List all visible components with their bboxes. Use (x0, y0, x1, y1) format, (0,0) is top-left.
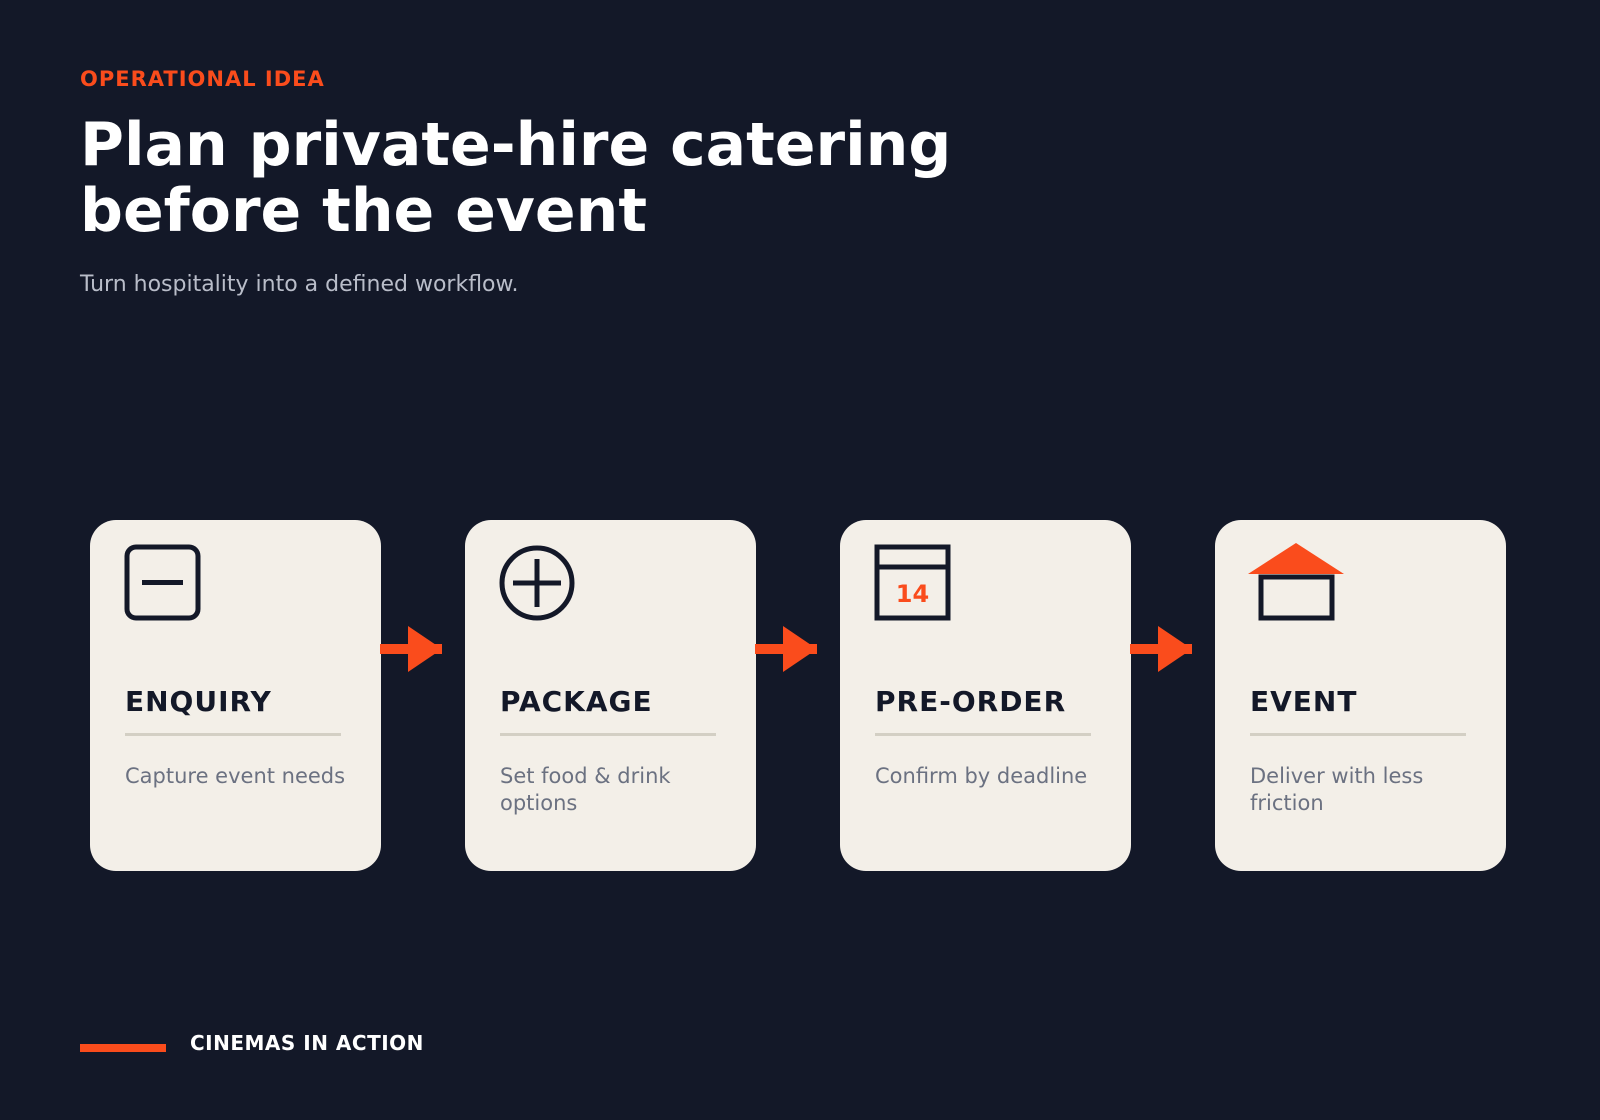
step-divider (125, 733, 341, 736)
minus-square-icon (124, 544, 201, 621)
step-card-pre-order: 14 PRE-ORDER Confirm by deadline (840, 520, 1131, 871)
arrow-right-icon (755, 626, 817, 672)
step-description: Confirm by deadline (875, 764, 1088, 788)
page-subtitle: Turn hospitality into a defined workflow… (80, 272, 519, 297)
step-card-enquiry: ENQUIRY Capture event needs (90, 520, 381, 871)
calendar-icon: 14 (874, 544, 951, 621)
step-title: PACKAGE (500, 685, 653, 718)
eyebrow-label: OPERATIONAL IDEA (80, 67, 325, 91)
house-icon (1248, 543, 1344, 621)
step-description: Deliver with less friction (1250, 764, 1424, 815)
step-divider (1250, 733, 1466, 736)
step-description: Capture event needs (125, 764, 346, 788)
step-divider (500, 733, 716, 736)
calendar-day-number: 14 (896, 580, 929, 608)
page-title: Plan private-hire catering before the ev… (80, 112, 1080, 244)
step-card-package: PACKAGE Set food & drink options (465, 520, 756, 871)
step-divider (875, 733, 1091, 736)
page-title-line-2: before the event (80, 176, 648, 246)
page-title-line-1: Plan private-hire catering (80, 110, 952, 180)
arrow-right-icon (380, 626, 442, 672)
footer-label: CINEMAS IN ACTION (190, 1031, 424, 1055)
step-card-event: EVENT Deliver with less friction (1215, 520, 1506, 871)
step-description: Set food & drink options (500, 764, 671, 815)
plus-circle-icon (499, 545, 575, 621)
step-title: EVENT (1250, 685, 1358, 718)
arrow-right-icon (1130, 626, 1192, 672)
step-title: ENQUIRY (125, 685, 272, 718)
step-title: PRE-ORDER (875, 685, 1067, 718)
footer-accent-bar (80, 1044, 166, 1052)
